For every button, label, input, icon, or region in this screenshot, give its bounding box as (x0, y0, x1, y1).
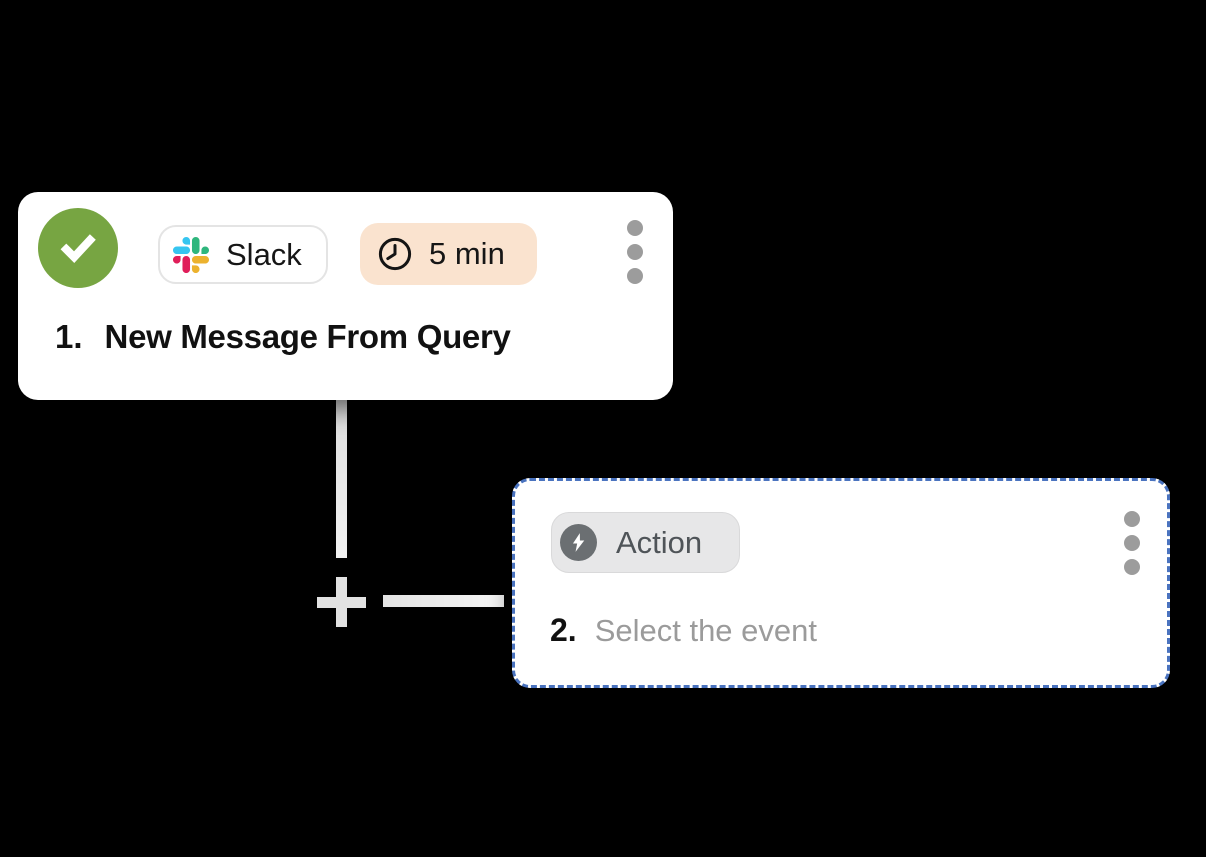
action-step-card[interactable]: Action 2. Select the event (512, 478, 1170, 688)
action-card-menu-button[interactable] (1124, 511, 1140, 575)
kebab-menu-icon (1124, 511, 1140, 527)
app-badge-slack: Slack (158, 225, 328, 284)
kebab-menu-icon (1124, 535, 1140, 551)
kebab-menu-icon (1124, 559, 1140, 575)
trigger-step-title: New Message From Query (104, 318, 511, 355)
kebab-menu-icon (627, 220, 643, 236)
connector-line-horizontal (383, 595, 504, 607)
add-step-button[interactable] (317, 577, 366, 627)
connector-line-vertical (336, 400, 347, 558)
trigger-step-card[interactable]: Slack 5 min 1. New Message From Query (18, 192, 673, 400)
kebab-menu-icon (627, 244, 643, 260)
clock-icon (378, 237, 412, 271)
app-badge-label: Slack (226, 236, 302, 272)
slack-logo-icon (173, 236, 209, 273)
plus-icon (317, 597, 366, 608)
kebab-menu-icon (627, 268, 643, 284)
trigger-card-menu-button[interactable] (627, 220, 643, 284)
action-type-label: Action (616, 524, 703, 560)
timer-badge[interactable]: 5 min (360, 223, 537, 285)
action-type-badge: Action (551, 512, 740, 573)
trigger-step-title-row: 1. New Message From Query (55, 318, 511, 356)
action-step-title-row: 2. Select the event (550, 612, 817, 649)
step-number: 2. (550, 612, 577, 648)
success-status-badge (38, 208, 118, 288)
select-event-placeholder[interactable]: Select the event (594, 613, 818, 648)
lightning-bolt-icon (560, 524, 597, 561)
step-number: 1. (55, 318, 83, 355)
timer-badge-label: 5 min (429, 236, 505, 271)
check-icon (60, 234, 96, 263)
